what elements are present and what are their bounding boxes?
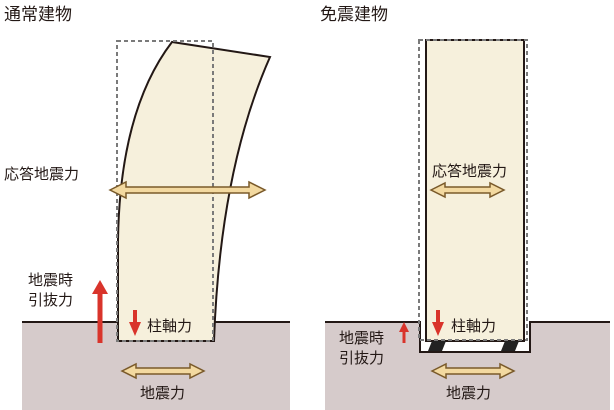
right-response-force-arrow: [429, 181, 506, 199]
right-isolator-pad: [501, 341, 519, 351]
right-ground: [325, 322, 610, 410]
right-ground-line: [325, 321, 610, 353]
right-response-force-label: 応答地震力: [432, 162, 507, 180]
right-panel-isolated: 免震建物 応答地震力 地震時 引抜力 柱軸力 地震力: [320, 5, 610, 410]
left-panel-title: 通常建物: [4, 5, 72, 25]
left-seismic-force-arrow: [120, 362, 206, 380]
left-seismic-force-label: 地震力: [140, 384, 185, 402]
right-original-outline: [418, 39, 528, 341]
left-response-force-label: 応答地震力: [4, 165, 79, 183]
right-seismic-force-arrow: [430, 362, 516, 380]
left-uplift-label-line1: 地震時: [28, 271, 73, 289]
right-uplift-label-line2: 引抜力: [339, 349, 384, 367]
right-column-axial-label: 柱軸力: [451, 317, 496, 335]
left-panel-conventional: 通常建物 応答地震力 地震時 引抜力 柱軸力 地震力: [4, 5, 290, 410]
left-uplift-arrowhead: [92, 280, 108, 294]
right-uplift-arrowhead: [399, 322, 409, 332]
right-column-axial-arrowhead: [432, 322, 444, 336]
right-panel-title: 免震建物: [320, 5, 388, 25]
left-isolator-pad: [428, 341, 446, 351]
left-response-force-arrow: [108, 180, 267, 200]
right-seismic-force-label: 地震力: [446, 384, 491, 402]
right-uplift-label-line1: 地震時: [339, 329, 384, 347]
left-column-axial-label: 柱軸力: [147, 317, 192, 335]
left-column-axial-arrowhead: [129, 322, 141, 336]
left-uplift-label-line2: 引抜力: [28, 291, 73, 309]
